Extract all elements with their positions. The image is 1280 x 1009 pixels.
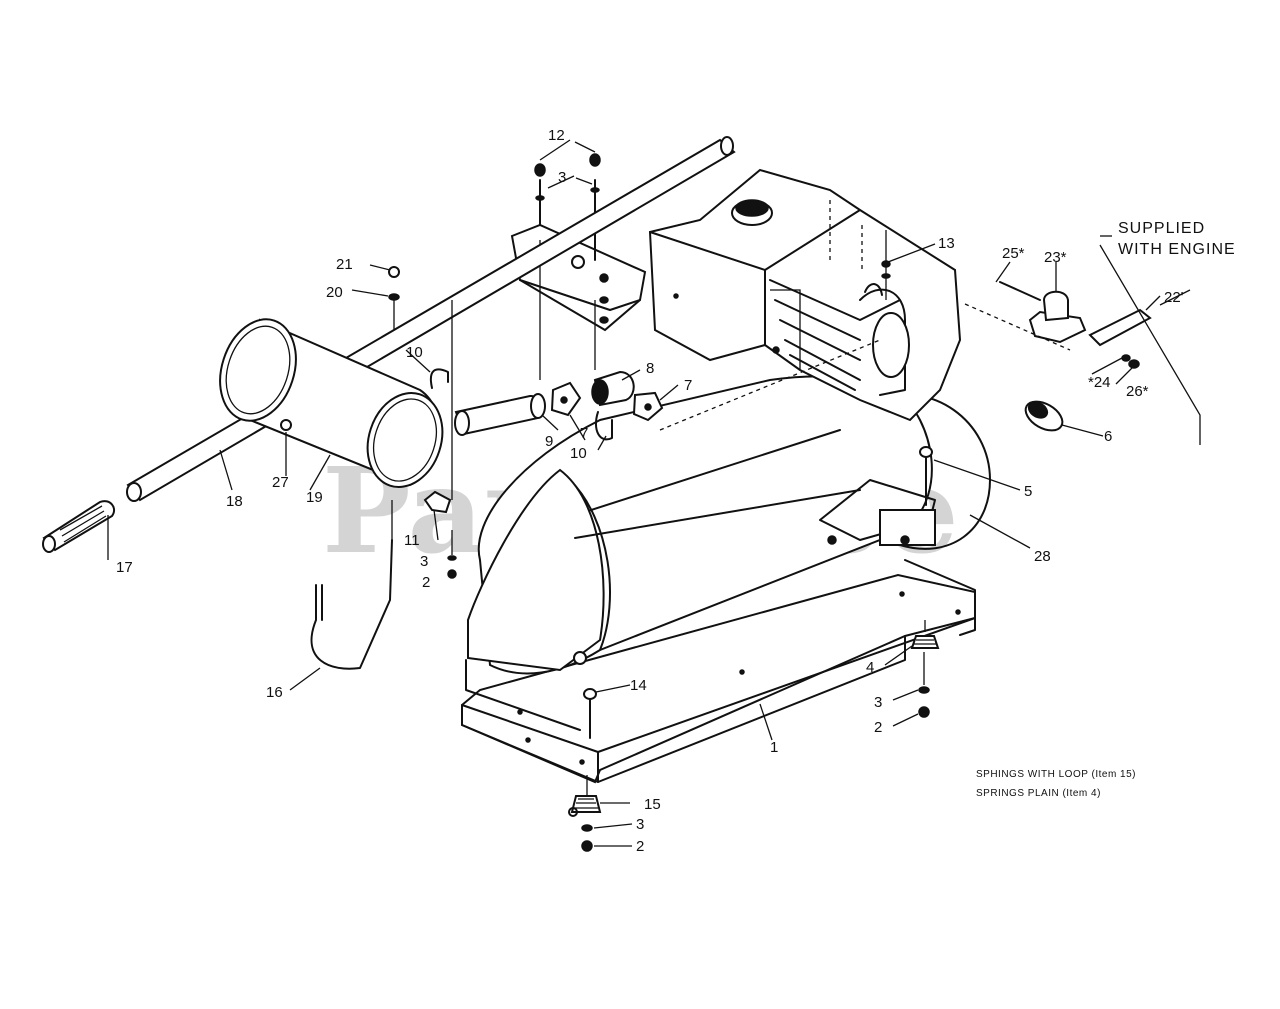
bolt-14 xyxy=(583,688,597,739)
label-13: 13 xyxy=(938,235,955,252)
label-3-left: 3 xyxy=(420,553,428,570)
bolt-5 xyxy=(919,446,933,506)
label-6: 6 xyxy=(1104,428,1112,445)
springs-notes: SPHINGS WITH LOOP (Item 15) SPRINGS PLAI… xyxy=(976,769,1136,799)
label-8: 8 xyxy=(646,360,654,377)
cap-6 xyxy=(1024,400,1064,432)
note-line-1: SPHINGS WITH LOOP (Item 15) xyxy=(976,769,1136,780)
label-3-bottom: 3 xyxy=(636,816,644,833)
generator-housing xyxy=(467,375,991,675)
label-2-bottom: 2 xyxy=(636,838,644,855)
label-2-left: 2 xyxy=(422,574,430,591)
label-23: 23* xyxy=(1044,249,1067,266)
hardware-stack-left xyxy=(447,300,457,579)
label-16: 16 xyxy=(266,684,283,701)
label-3-right: 3 xyxy=(874,694,882,711)
supplied-with-engine-callout: SUPPLIED WITH ENGINE xyxy=(1118,220,1236,258)
engine-block xyxy=(648,168,962,422)
label-7-left: 7 xyxy=(580,425,588,442)
clamp-parts xyxy=(423,368,664,514)
label-1: 1 xyxy=(770,739,778,756)
note-line-2: SPRINGS PLAIN (Item 4) xyxy=(976,788,1101,799)
label-10-left: 10 xyxy=(406,344,423,361)
label-27: 27 xyxy=(272,474,289,491)
label-14: 14 xyxy=(630,677,647,694)
label-22: 22' xyxy=(1164,289,1184,306)
exhaust-pipe xyxy=(454,393,546,436)
bolt-13 xyxy=(881,230,891,300)
label-3-top: 3 xyxy=(558,169,566,186)
label-26: 26* xyxy=(1126,383,1149,400)
label-25: 25* xyxy=(1002,245,1025,262)
label-7-right: 7 xyxy=(684,377,692,394)
label-21: 21 xyxy=(336,256,353,273)
label-17: 17 xyxy=(116,559,133,576)
callout-line-1: SUPPLIED xyxy=(1118,220,1205,237)
label-9: 9 xyxy=(545,433,553,450)
part-labels: 12 3 21 20 10 8 7 9 7 10 27 18 19 17 11 … xyxy=(116,127,1184,855)
exhaust-elbow xyxy=(591,370,635,407)
engine-supplied-parts xyxy=(999,244,1201,445)
handle-grip xyxy=(42,500,116,553)
label-20: 20 xyxy=(326,284,343,301)
label-11: 11 xyxy=(404,532,420,549)
muffler xyxy=(219,318,444,488)
hardware-top-left xyxy=(388,266,400,330)
spring-loop xyxy=(310,500,393,670)
label-10-lower: 10 xyxy=(570,445,587,462)
spring-foot-left xyxy=(568,775,602,852)
label-28: 28 xyxy=(1034,548,1051,565)
label-19: 19 xyxy=(306,489,323,506)
label-12: 12 xyxy=(548,127,565,144)
label-5: 5 xyxy=(1024,483,1032,500)
leader-lines xyxy=(107,139,1161,847)
label-15: 15 xyxy=(644,796,661,813)
label-4: 4 xyxy=(866,659,874,676)
label-18: 18 xyxy=(226,493,243,510)
callout-line-2: WITH ENGINE xyxy=(1118,241,1236,258)
spring-foot-right xyxy=(910,620,940,718)
label-24: *24 xyxy=(1088,374,1111,391)
label-2-right: 2 xyxy=(874,719,882,736)
